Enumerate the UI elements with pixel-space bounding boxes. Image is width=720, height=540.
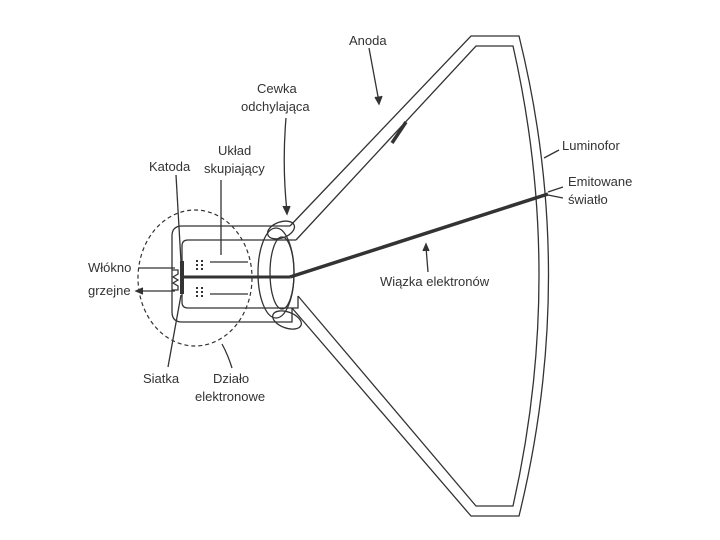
leader-siatka — [167, 294, 182, 368]
coil-bottom-lobe — [271, 310, 303, 330]
heater-filament — [171, 269, 180, 291]
leader-cewka-arrow — [282, 205, 291, 216]
label-cewka-line2: odchylająca — [241, 99, 310, 114]
neck-outline-outer — [171, 225, 293, 323]
funnel-outline-outer — [289, 35, 550, 517]
neck-outline-inner — [181, 239, 299, 309]
electron-beam — [184, 192, 549, 279]
leader-wiazka-arrow — [422, 242, 430, 252]
focusing-electrodes — [196, 260, 203, 297]
label-dzialo-line1: Działo — [213, 371, 249, 386]
label-siatka: Siatka — [143, 371, 180, 386]
leader-katoda — [175, 174, 182, 263]
leader-anoda-arrow — [374, 95, 383, 106]
cathode-plate — [180, 261, 184, 294]
beam-to-screen — [289, 192, 549, 279]
label-wlokno-line1: Włókno — [88, 260, 131, 275]
leader-anoda — [368, 47, 380, 103]
crt-envelope — [171, 35, 550, 517]
leader-cewka — [283, 117, 288, 213]
leader-wiazka — [425, 246, 429, 273]
label-emitowane-line2: światło — [568, 192, 608, 207]
leader-lines — [134, 47, 564, 369]
label-cewka-line1: Cewka — [257, 81, 298, 96]
label-wiazka: Wiązka elektronów — [380, 274, 490, 289]
labels: Anoda Cewka odchylająca Układ skupiający… — [88, 33, 632, 404]
leader-emitowane-2 — [547, 194, 564, 199]
funnel-outline-inner — [295, 45, 540, 507]
leader-wlokno-arrow — [134, 287, 144, 295]
label-dzialo-line2: elektronowe — [195, 389, 265, 404]
label-uklad-line1: Układ — [218, 143, 251, 158]
coil-ring-inner — [269, 236, 295, 310]
label-emitowane-line1: Emitowane — [568, 174, 632, 189]
label-anoda: Anoda — [349, 33, 387, 48]
leader-emitowane-1 — [547, 186, 564, 193]
label-katoda: Katoda — [149, 159, 191, 174]
anode-terminal — [390, 121, 408, 144]
leader-luminofor — [543, 149, 560, 159]
deflection-coil — [257, 220, 303, 330]
label-luminofor: Luminofor — [562, 138, 620, 153]
label-wlokno-line2: grzejne — [88, 283, 131, 298]
coil-top-lobe — [266, 220, 296, 240]
leader-dzialo — [221, 343, 233, 369]
label-uklad-line2: skupiający — [204, 161, 265, 176]
